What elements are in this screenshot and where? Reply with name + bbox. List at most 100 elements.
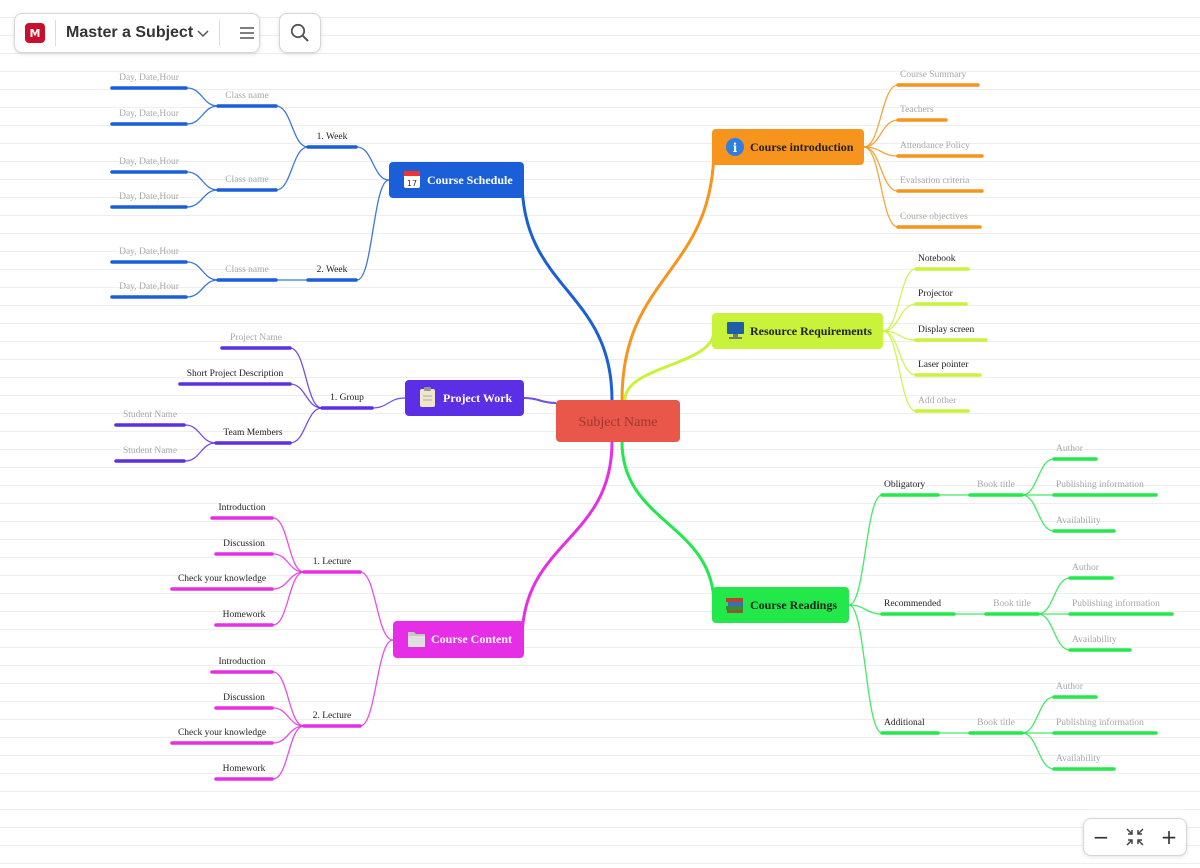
leaf-label: Projector [918,289,954,299]
intro-item-node[interactable]: Evalsation criteria [896,176,984,193]
lecture-node[interactable]: 1. Lecture [302,557,362,574]
leaf-label: Author [1056,682,1084,692]
book-title-node[interactable]: Book title [968,718,1024,735]
leaf-label: 1. Lecture [313,557,352,567]
branch-connector [882,330,917,412]
resource-item-node[interactable]: Laser pointer [914,360,982,377]
lecture-node[interactable]: 2. Lecture [302,711,362,728]
leaf-label: 1. Group [330,393,364,403]
lecture-item-node[interactable]: Check your knowledge [170,574,274,591]
resource-item-node[interactable]: Projector [914,289,968,306]
lecture-item-node[interactable]: Homework [214,764,274,781]
zoom-out-button[interactable]: − [1092,825,1110,849]
leaf-label: Book title [993,599,1031,609]
intro-item-node[interactable]: Teachers [896,105,948,122]
book-title-node[interactable]: Book title [968,480,1024,497]
root-topic-label: Subject Name [579,415,658,430]
lecture-item-node[interactable]: Introduction [210,657,274,674]
lecture-item-node[interactable]: Discussion [214,693,274,710]
branch-connector [523,397,557,404]
map-title-dropdown[interactable]: Master a Subject [66,24,209,42]
topic-course-content[interactable]: Course Content [393,621,524,658]
leaf-label: Evalsation criteria [900,176,970,186]
book-detail-node[interactable]: Availability [1052,754,1116,771]
hamburger-menu-icon[interactable] [236,22,258,44]
main-branch [520,441,614,641]
leaf-label: Recommended [884,599,941,609]
lecture-item-node[interactable]: Check your knowledge [170,728,274,745]
leaf-label: Add other [918,396,957,406]
map-title: Master a Subject [66,24,194,41]
branch-connector [272,553,305,573]
resource-item-node[interactable]: Add other [914,396,970,413]
leaf-label: Book title [977,718,1015,728]
root-topic[interactable]: Subject Name [556,400,680,442]
leaf-label: Homework [223,764,266,774]
intro-item-node[interactable]: Attendance Policy [896,141,984,158]
project-description-node[interactable]: Short Project Description [178,369,292,386]
branch-connector [863,146,899,228]
topic-resource-requirements[interactable]: Resource Requirements [712,313,883,349]
project-name-node[interactable]: Project Name [220,333,292,350]
branch-connector [1037,613,1071,651]
reading-category-node[interactable]: Obligatory [880,480,940,497]
fit-to-screen-button[interactable] [1121,823,1149,851]
book-title-node[interactable]: Book title [984,599,1040,616]
topic-project-work[interactable]: Project Work [405,380,524,416]
class-node[interactable]: Class name [216,175,278,192]
resource-item-node[interactable]: Display screen [914,325,988,342]
branch-connector [1037,577,1071,615]
date-node[interactable]: Day, Date,Hour [110,73,188,90]
topic-course-schedule[interactable]: 17 Course Schedule [389,162,524,198]
clipboard-icon [420,387,435,407]
date-node[interactable]: Day, Date,Hour [110,247,188,264]
branch-connector [289,383,323,409]
class-node[interactable]: Class name [216,265,278,282]
topic-label: Course Content [431,632,512,646]
branch-connector [186,261,219,281]
intro-item-node[interactable]: Course objectives [896,212,982,229]
week-node[interactable]: 2. Week [306,265,358,282]
date-node[interactable]: Day, Date,Hour [110,282,188,299]
reading-category-node[interactable]: Additional [880,718,940,735]
book-detail-node[interactable]: Availability [1052,516,1116,533]
date-node[interactable]: Day, Date,Hour [110,192,188,209]
branch-connector [1021,458,1055,496]
intro-item-node[interactable]: Course Summary [896,70,980,87]
book-detail-node[interactable]: Publishing information [1052,479,1158,497]
student-node[interactable]: Student Name [114,446,186,463]
search-button[interactable] [279,13,321,53]
reading-category-node[interactable]: Recommended [880,599,956,616]
book-detail-node[interactable]: Author [1052,444,1098,461]
leaf-label: Class name [225,91,269,101]
date-node[interactable]: Day, Date,Hour [110,157,188,174]
book-detail-node[interactable]: Author [1068,563,1114,580]
topic-course-readings[interactable]: Course Readings [712,587,849,623]
leaf-label: Student Name [123,410,177,420]
branch-connector [272,725,305,780]
resource-item-node[interactable]: Notebook [914,254,970,271]
group-node[interactable]: 1. Group [320,393,374,410]
book-detail-node[interactable]: Publishing information [1052,717,1158,735]
mindmeister-logo-icon[interactable]: M [25,23,45,43]
class-node[interactable]: Class name [216,91,278,108]
leaf-label: Attendance Policy [900,141,970,151]
week-node[interactable]: 1. Week [306,132,358,149]
svg-text:i: i [733,141,738,155]
team-members-node[interactable]: Team Members [214,428,292,445]
branch-connector [1021,494,1055,532]
branch-connector [272,707,305,727]
zoom-in-button[interactable]: + [1160,825,1178,849]
lecture-item-node[interactable]: Introduction [210,503,274,520]
lecture-item-node[interactable]: Homework [214,610,274,627]
leaf-label: Obligatory [884,480,925,490]
date-node[interactable]: Day, Date,Hour [110,109,188,126]
book-detail-node[interactable]: Publishing information [1068,598,1174,616]
book-detail-node[interactable]: Author [1052,682,1098,699]
book-detail-node[interactable]: Availability [1068,635,1132,652]
topic-course-introduction[interactable]: i Course introduction [712,129,864,165]
student-node[interactable]: Student Name [114,410,186,427]
lecture-item-node[interactable]: Discussion [214,539,274,556]
